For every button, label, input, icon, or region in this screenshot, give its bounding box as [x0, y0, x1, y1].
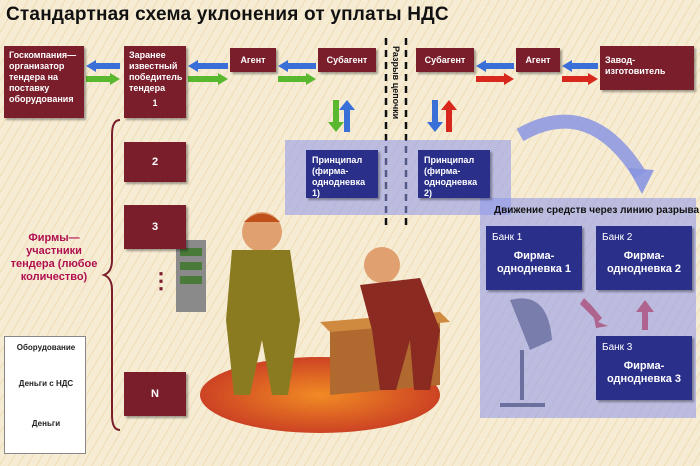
bank-2-firm: Фирма- однодневка 2 — [606, 250, 682, 275]
bank-1-box: Банк 1 Фирма- однодневка 1 — [486, 226, 582, 290]
winner-label: Заранее известный победитель тендера — [129, 50, 183, 93]
man-right-body — [360, 278, 440, 390]
bank-1-firm: Фирма- однодневка 1 — [496, 250, 572, 275]
winner-box: Заранее известный победитель тендера 1 — [124, 46, 186, 118]
subagent-right-box: Субагент — [416, 48, 474, 72]
arrow-equipment — [86, 60, 120, 72]
bidder-n-box: N — [124, 372, 186, 416]
bank-2-box: Банк 2 Фирма- однодневка 2 — [596, 226, 692, 290]
legend-equipment-label: Оборудование — [16, 343, 76, 352]
winner-number: 1 — [152, 98, 158, 108]
legend-money-vat-label: Деньги с НДС — [18, 379, 74, 388]
principal-2-box: Принципал (фирма- однодневка 2) — [418, 150, 490, 198]
bidders-bracket — [101, 119, 121, 431]
bidders-ellipsis: ⋮ — [150, 268, 172, 293]
man-left-body — [226, 250, 300, 395]
man-right-head — [364, 247, 400, 283]
agent-right-box: Агент — [516, 48, 560, 72]
vertical-arrows — [328, 100, 457, 132]
legend-money-label: Деньги — [31, 419, 61, 428]
agent-left-box: Агент — [230, 48, 276, 72]
bank-3-box: Банк 3 Фирма- однодневка 3 — [596, 336, 692, 400]
bidders-label: Фирмы—участники тендера (любое количеств… — [10, 232, 98, 283]
subagent-left-box: Субагент — [318, 48, 376, 72]
principal-1-box: Принципал (фирма- однодневка 1) — [306, 150, 378, 198]
illustration-characters — [176, 212, 552, 433]
bank-3-firm: Фирма- однодневка 3 — [606, 360, 682, 385]
top-chain-arrows — [86, 60, 598, 85]
chain-break-label: Разрыв цепочки — [391, 46, 401, 120]
factory-box: Завод- изготовитель — [600, 46, 694, 90]
legend: Оборудование Деньги с НДС Деньги — [4, 336, 86, 454]
page-title: Стандартная схема уклонения от уплаты НД… — [6, 4, 449, 25]
arrow-money-vat — [86, 73, 120, 85]
goscompany-box: Госкомпания— организатор тендера на пост… — [4, 46, 84, 118]
bank-3-name: Банк 3 — [602, 342, 633, 353]
bank-1-name: Банк 1 — [492, 232, 523, 243]
bidder-3-box: 3 — [124, 205, 186, 249]
curved-flow-arrow — [516, 114, 646, 179]
money-flow-title: Движение средств через линию разрыва — [494, 205, 700, 216]
bidder-2-box: 2 — [124, 142, 186, 182]
bank-2-name: Банк 2 — [602, 232, 633, 243]
